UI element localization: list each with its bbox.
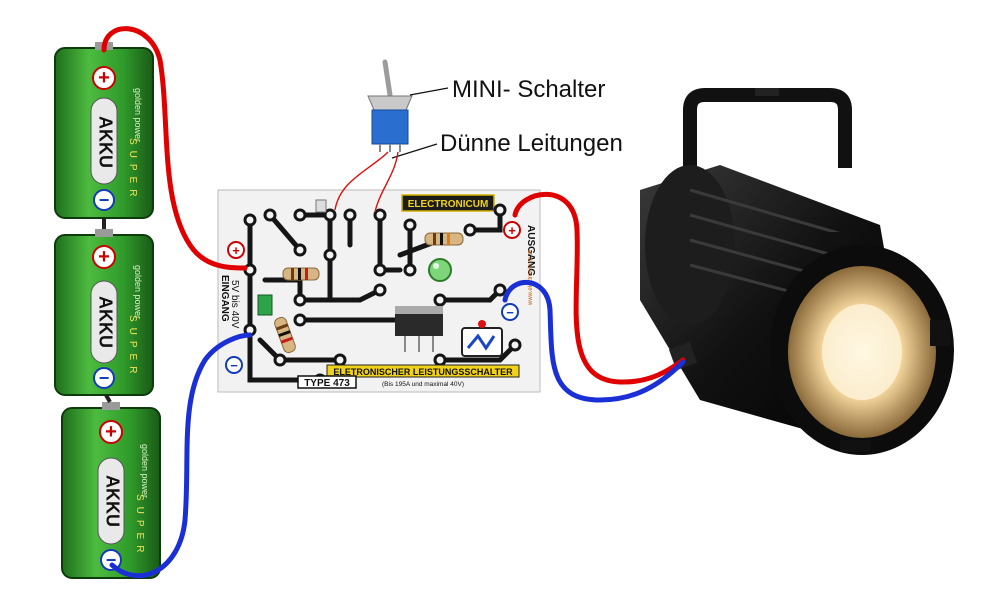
mini-switch-label: MINI- Schalter [452,76,606,103]
resistor-3 [274,316,296,354]
led [428,258,452,282]
thin-wire-1 [334,151,389,211]
battery-3-minus: − [106,550,117,570]
battery-3-plus: + [105,421,117,443]
board-website: www.electronicum.at [528,250,534,306]
negative-wire-output [502,280,686,403]
switch-symbol-icon [461,320,503,357]
mosfet [395,306,443,352]
svg-text:−: − [506,305,514,320]
output-minus-icon: − [501,303,519,321]
input-plus-icon: + [227,241,245,259]
board-title: ELETRONISCHER LEISTUNGSSCHALTER [333,367,513,377]
callout-line-switch [409,87,449,96]
battery-1-label: AKKU [95,116,115,168]
resistor-2 [424,232,464,246]
battery-3-series: SUPER [134,494,145,558]
mini-switch-icon [367,59,413,152]
input-minus-icon: − [225,356,243,374]
positive-wire-output [512,191,686,385]
battery-1-brand: golden power [133,88,143,142]
thin-wire-2 [374,151,399,213]
circuit-board: ELECTRONICUM [217,189,541,393]
positive-wire-input [101,26,248,271]
board-type: TYPE 473 [304,378,350,389]
battery-2-brand: golden power [133,265,143,319]
small-ic [257,294,273,316]
input-label: EINGANG [219,275,230,322]
board-subtitle: (Bis 195A und maximal 40V) [382,381,464,388]
battery-2-plus: + [98,246,110,268]
spotlight [640,88,954,455]
small-capacitor [315,199,327,213]
battery-3-plus-icon [99,420,123,444]
resistor-1 [282,267,320,281]
battery-1-minus: − [99,190,110,210]
battery-1-plus-icon [92,66,116,90]
output-label: AUSGANG [525,225,536,276]
battery-2-label: AKKU [95,296,115,348]
input-range: 5V bis 40V [229,280,240,329]
battery-2: AKKU + − golden power SUPER [54,229,154,396]
svg-text:+: + [508,223,516,238]
battery-2-plus-icon [92,245,116,269]
battery-1-minus-icon [93,189,115,211]
callout-line-wires [391,143,438,159]
battery-2-minus: − [99,368,110,388]
svg-text:−: − [230,358,238,373]
battery-2-minus-icon [93,367,115,389]
battery-3-brand: golden power [140,444,150,498]
negative-wire-input [109,332,253,579]
battery-1: AKKU + − golden power SUPER [54,42,154,219]
thin-wires-label: Dünne Leitungen [440,130,623,157]
battery-link-2 [104,394,112,403]
battery-3-label: AKKU [102,475,122,527]
battery-2-series: SUPER [127,315,138,379]
board-brand: ELECTRONICUM [408,199,489,210]
battery-1-plus: + [98,67,110,89]
battery-3-minus-icon [100,549,122,571]
battery-3: AKKU + − golden power SUPER [61,402,161,579]
battery-1-series: SUPER [127,138,138,202]
svg-text:+: + [232,243,240,258]
output-plus-icon: + [503,221,521,239]
